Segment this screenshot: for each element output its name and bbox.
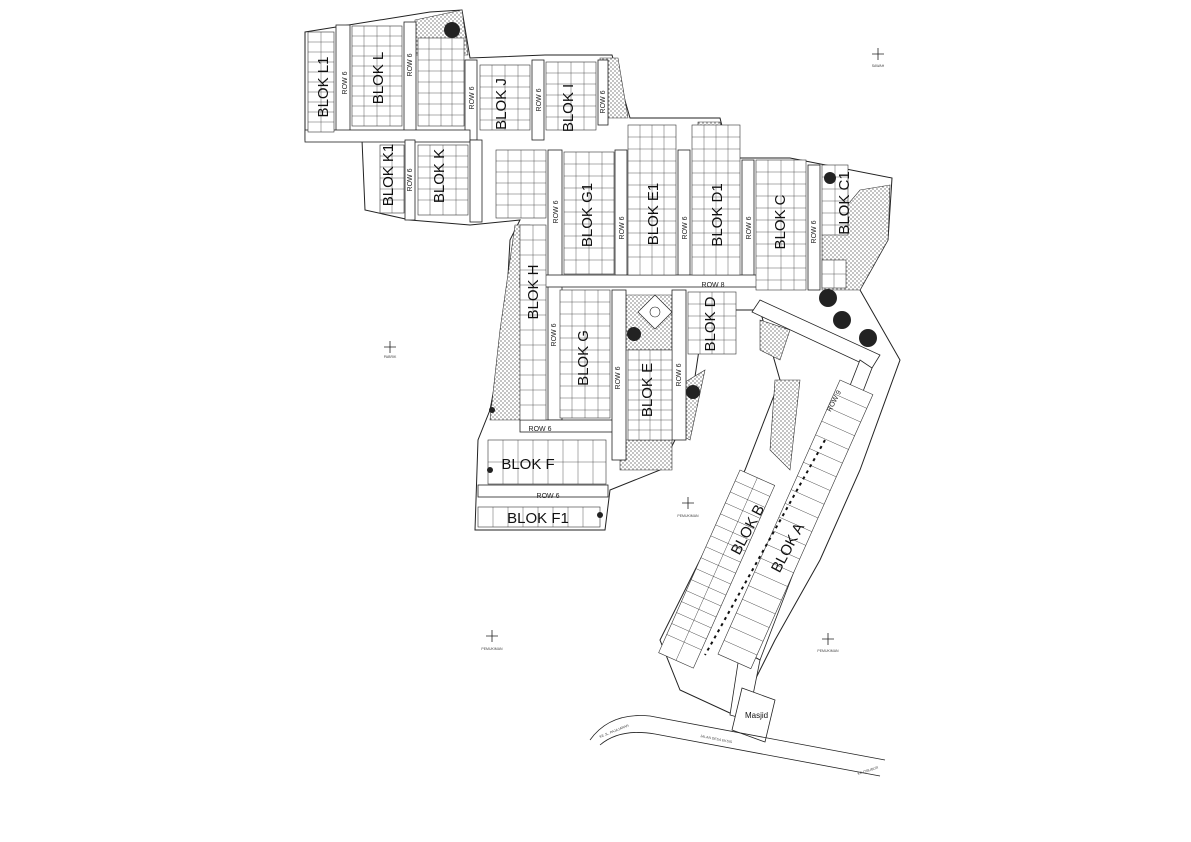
surrounding-label: PEMUKIMAN: [677, 514, 699, 518]
blok-label-g1: BLOK G1: [579, 183, 596, 247]
road-labels: ROW 6 ROW 6 ROW 6 ROW 6 ROW 6 ROW 6 ROW …: [342, 53, 843, 500]
surrounding-label: PEMUKIMAN: [481, 647, 503, 651]
surrounding-label: PEMUKIMAN: [817, 649, 839, 653]
road-label: ROW 6: [615, 366, 622, 389]
blok-label-d1: BLOK D1: [709, 183, 726, 246]
masjid-label: Masjid: [745, 711, 768, 720]
road-label: ROW 6: [746, 216, 753, 239]
blok-label-j: BLOK J: [493, 78, 510, 130]
street-label: KE CIBUBUR: [857, 765, 879, 776]
blok-label-e1: BLOK E1: [645, 183, 662, 246]
road-label: ROW 6: [537, 493, 560, 500]
surrounding-label: PABRIK: [384, 355, 397, 359]
blok-label-f: BLOK F: [501, 456, 554, 473]
blok-label-c: BLOK C: [772, 194, 789, 249]
blok-label-d: BLOK D: [702, 296, 719, 351]
road-label: ROW 6: [407, 53, 414, 76]
road-label: ROW 8: [702, 282, 725, 289]
site-boundary: [304, 9, 901, 721]
green-zone: [769, 379, 801, 471]
surrounding-labels: SAWAH PABRIK PEMUKIMAN PEMUKIMAN PEMUKIM…: [384, 64, 885, 653]
road-label: ROW 6: [553, 200, 560, 223]
blok-label-h: BLOK H: [525, 264, 542, 319]
road-label: ROW 6: [529, 426, 552, 433]
lot-grids: [307, 25, 874, 670]
road-label: ROW 6: [536, 88, 543, 111]
road-label: ROW 6: [551, 323, 558, 346]
green-zone: [619, 439, 673, 471]
tree-icons: [444, 22, 877, 518]
road-label: ROW 6: [407, 168, 414, 191]
tree-line: [704, 439, 826, 656]
road-label: ROW 6: [469, 86, 476, 109]
blok-label-k1: BLOK K1: [380, 144, 397, 207]
blok-label-c1: BLOK C1: [836, 171, 853, 234]
blok-label-l1: BLOK L1: [315, 57, 332, 118]
road-label: ROW 6: [676, 363, 683, 386]
road-label: ROW 6: [811, 220, 818, 243]
green-zone: [759, 319, 791, 361]
main-street: [589, 715, 886, 777]
blok-label-g: BLOK G: [575, 330, 592, 386]
street-label: JALAN DESA EKSIS: [700, 734, 733, 744]
blok-label-i: BLOK I: [560, 84, 577, 132]
masjid-building: Masjid: [731, 687, 776, 743]
survey-cross-icons: [384, 48, 884, 645]
road-label: ROW 6: [682, 216, 689, 239]
blok-label-k: BLOK K: [431, 149, 448, 203]
blok-label-l: BLOK L: [370, 52, 387, 105]
blok-label-e: BLOK E: [639, 363, 656, 417]
road-label: ROW 6: [600, 90, 607, 113]
road-network: [304, 21, 821, 498]
blok-label-f1: BLOK F1: [507, 510, 569, 527]
road-label: ROW 6: [342, 71, 349, 94]
road-label: ROW 6: [619, 216, 626, 239]
surrounding-label: SAWAH: [872, 64, 885, 68]
plaza-icon: [637, 294, 673, 330]
